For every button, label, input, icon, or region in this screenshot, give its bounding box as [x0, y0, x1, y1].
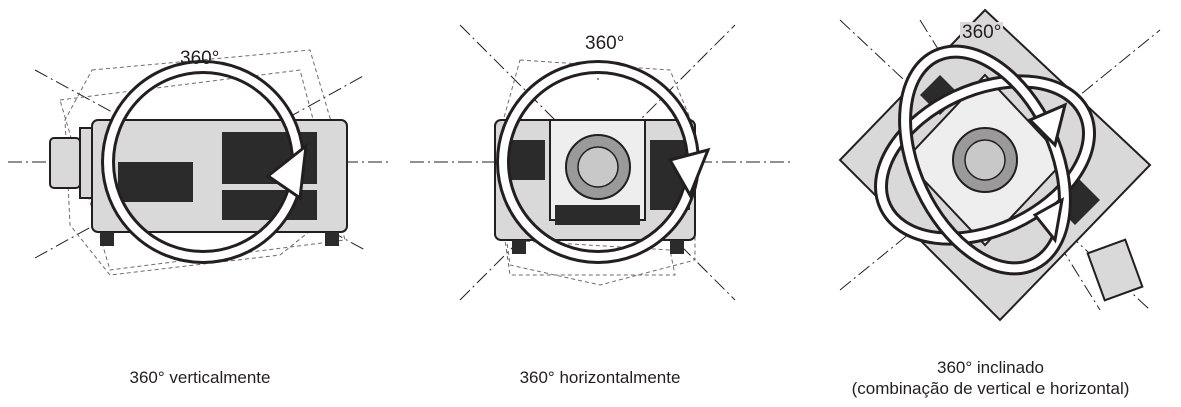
vertical-rotation-diagram: [8, 49, 392, 276]
angle-label: 360°: [585, 33, 625, 54]
caption-line-1: 360° verticalmente: [129, 368, 271, 387]
horizontal-rotation-diagram: [410, 24, 790, 301]
caption-line-1: 360° horizontalmente: [519, 368, 681, 387]
caption: 360° inclinado (combinação de vertical e…: [800, 357, 1181, 399]
panel-vertical: 360° 360° verticalmente: [0, 0, 400, 407]
tilted-rotation-diagram: [838, 8, 1161, 322]
caption: 360° horizontalmente: [460, 367, 740, 388]
panel-tilted: 360° 360° inclinado (combinação de verti…: [800, 0, 1181, 407]
caption: 360° verticalmente: [60, 367, 340, 388]
rotation-arrow-ring: [101, 60, 308, 264]
caption-line-1: 360° inclinado: [937, 358, 1044, 377]
angle-label: 360°: [180, 48, 220, 69]
rotation-arrow-rings: [874, 44, 1096, 276]
rotation-arrow-ring: [496, 60, 711, 264]
angle-label: 360°: [960, 22, 1004, 44]
projector-front-view: [494, 119, 696, 254]
caption-line-2: (combinação de vertical e horizontal): [851, 379, 1130, 398]
panel-horizontal: 360° 360° horizontalmente: [400, 0, 800, 407]
